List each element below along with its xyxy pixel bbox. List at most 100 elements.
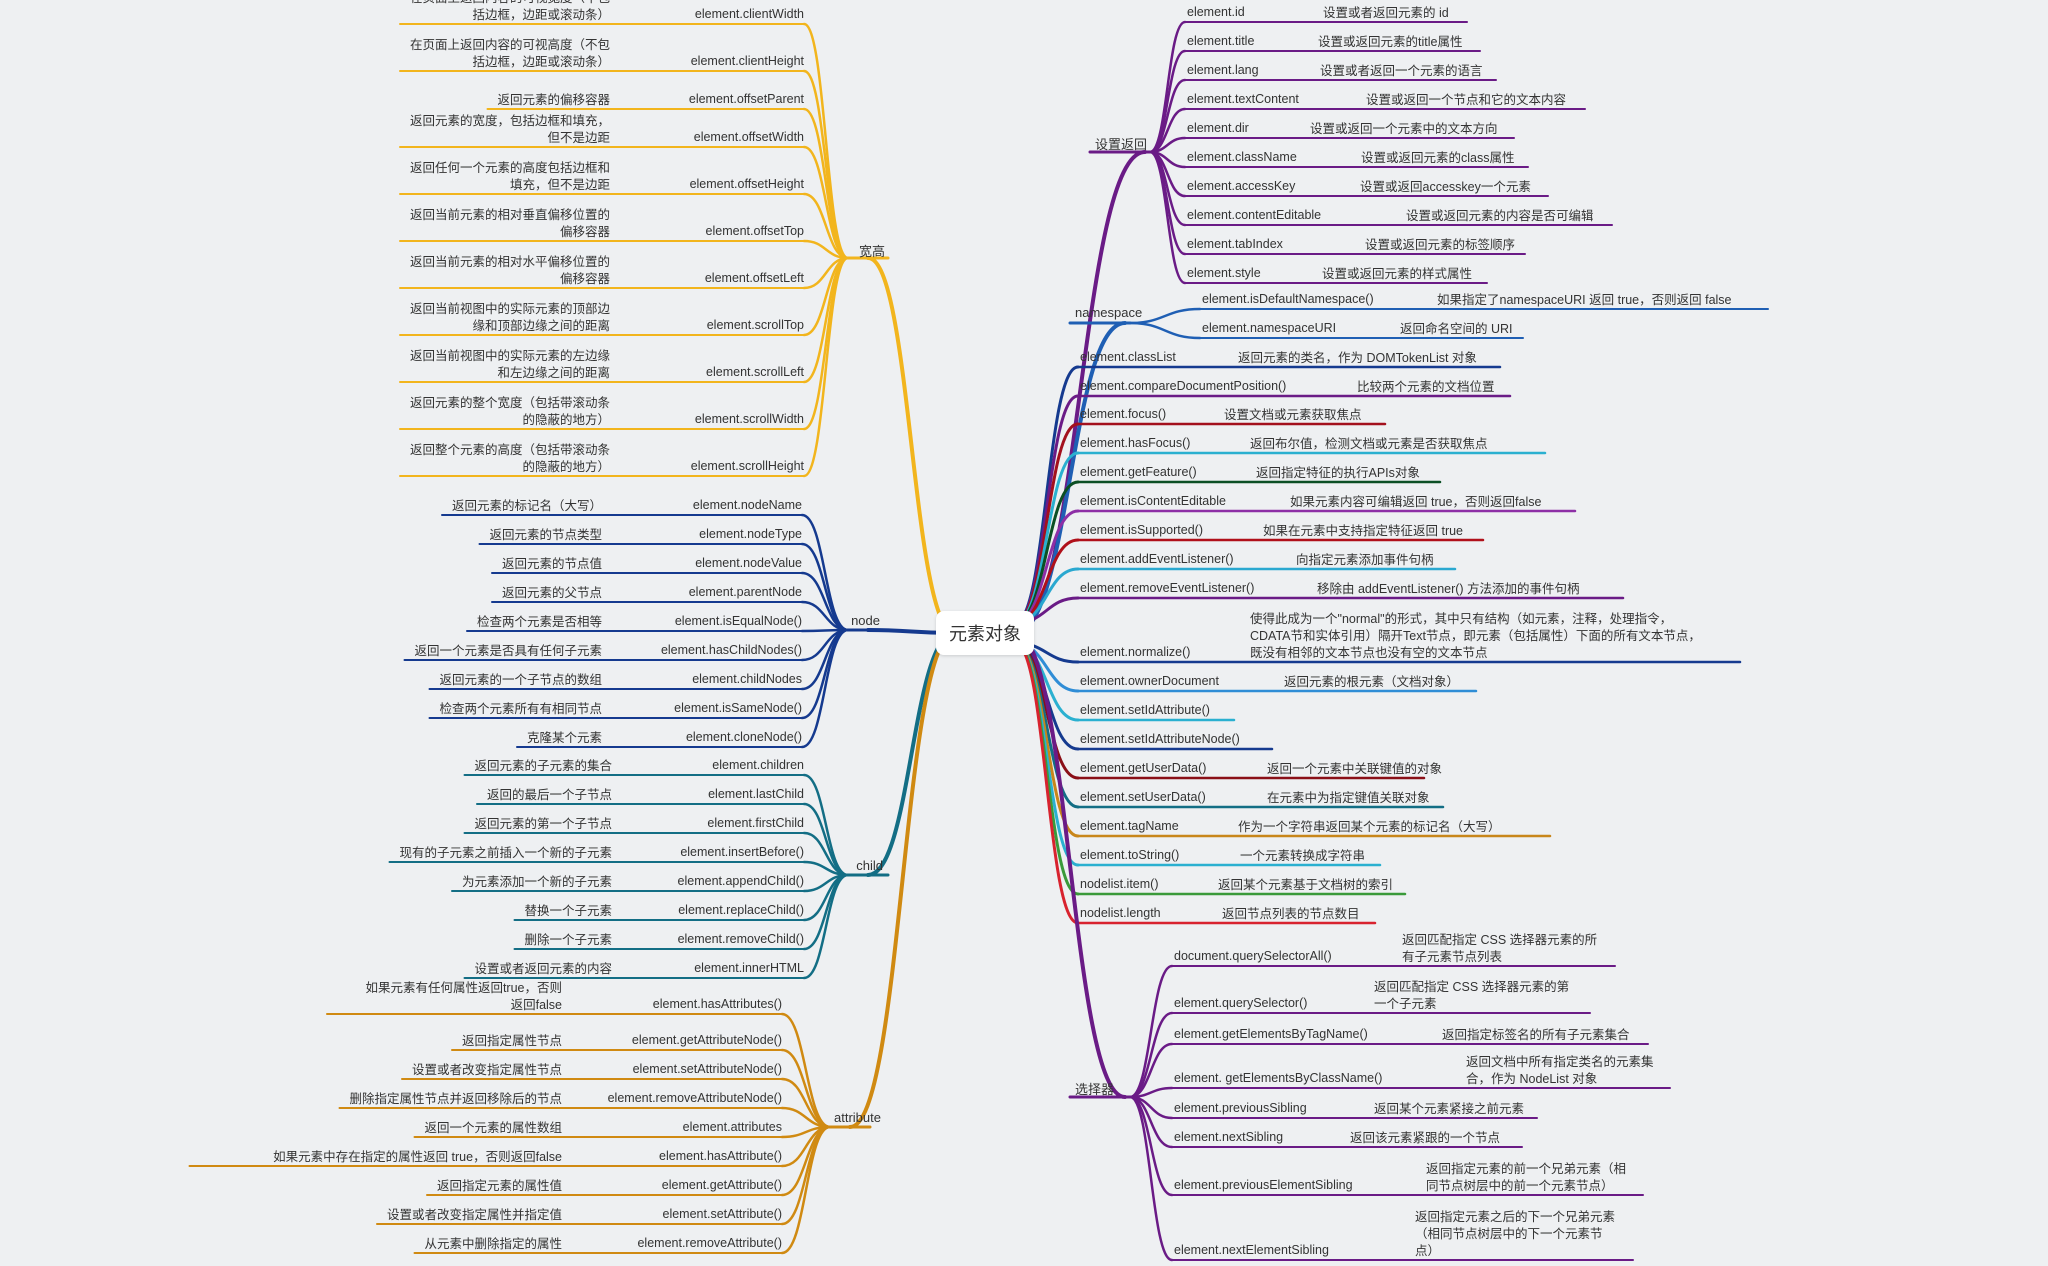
item-name[interactable]: element.getFeature() xyxy=(1080,465,1197,479)
item-name[interactable]: element.removeAttributeNode() xyxy=(607,1091,782,1105)
item-name[interactable]: element.setUserData() xyxy=(1080,790,1206,804)
item-name[interactable]: element.isContentEditable xyxy=(1080,494,1226,508)
item-name[interactable]: element.getElementsByTagName() xyxy=(1174,1027,1368,1041)
item-name[interactable]: element.removeChild() xyxy=(677,932,804,946)
item-name[interactable]: element.cloneNode() xyxy=(685,730,802,744)
item-name[interactable]: element.isSupported() xyxy=(1080,523,1203,537)
item-description: 返回元素的一个子节点的数组 xyxy=(439,672,602,689)
item-name[interactable]: element.lang xyxy=(1187,63,1259,77)
item-name[interactable]: element.normalize() xyxy=(1080,645,1191,659)
item-description-line: 如果元素内容可编辑返回 true，否则返回false xyxy=(1290,495,1542,509)
item-name[interactable]: element.innerHTML xyxy=(694,961,804,975)
item-name[interactable]: element.scrollLeft xyxy=(706,365,804,379)
item-name[interactable]: element.dir xyxy=(1187,121,1249,135)
item-description-line: 如果指定了namespaceURI 返回 true，否则返回 false xyxy=(1437,293,1732,307)
item-description-line: 返回一个元素的属性数组 xyxy=(424,1121,562,1135)
item-description-line: 点） xyxy=(1415,1244,1441,1258)
item-name[interactable]: element.querySelector() xyxy=(1174,996,1308,1010)
item-description: 设置或返回一个节点和它的文本内容 xyxy=(1366,92,1566,109)
item-description: 设置或者改变指定属性并指定值 xyxy=(387,1207,562,1224)
item-name[interactable]: element.removeAttribute() xyxy=(637,1236,782,1250)
item-description-line: 返回false xyxy=(510,998,562,1012)
item-name[interactable]: document.querySelectorAll() xyxy=(1174,949,1332,963)
branch-label-attribute[interactable]: attribute xyxy=(834,1110,881,1125)
item-name[interactable]: element.id xyxy=(1187,5,1245,19)
item-name[interactable]: element.getAttribute() xyxy=(661,1178,782,1192)
item-name[interactable]: element.offsetParent xyxy=(688,92,804,106)
branch-label-选择器[interactable]: 选择器 xyxy=(1075,1082,1115,1097)
item-name[interactable]: element.classList xyxy=(1080,350,1176,364)
item-name[interactable]: element.children xyxy=(712,758,804,772)
root-node[interactable]: 元素对象 xyxy=(936,611,1034,655)
item-name[interactable]: element.scrollWidth xyxy=(694,412,804,426)
item-description: 检查两个元素所有有相同节点 xyxy=(439,701,602,718)
item-name[interactable]: element.addEventListener() xyxy=(1080,552,1234,566)
item-name[interactable]: element.isDefaultNamespace() xyxy=(1202,292,1374,306)
item-name[interactable]: element.insertBefore() xyxy=(680,845,804,859)
item-description: 返回一个元素中关联键值的对象 xyxy=(1267,761,1442,778)
item-name[interactable]: element.offsetTop xyxy=(705,224,804,238)
item-name[interactable]: element.nextSibling xyxy=(1174,1130,1284,1144)
item-name[interactable]: element.isEqualNode() xyxy=(674,614,802,628)
item-name[interactable]: element.offsetLeft xyxy=(704,271,804,285)
item-name[interactable]: element.firstChild xyxy=(707,816,804,830)
item-name[interactable]: nodelist.length xyxy=(1080,906,1161,920)
item-name[interactable]: element.getUserData() xyxy=(1080,761,1207,775)
item-name[interactable]: element.removeEventListener() xyxy=(1080,581,1255,595)
item-name[interactable]: element.setAttributeNode() xyxy=(632,1062,782,1076)
item-name[interactable]: element.setIdAttributeNode() xyxy=(1080,732,1240,746)
item-name[interactable]: element.toString() xyxy=(1080,848,1180,862)
item-name[interactable]: element.previousElementSibling xyxy=(1174,1178,1353,1192)
item-name[interactable]: element.compareDocumentPosition() xyxy=(1080,379,1287,393)
branch-label-child[interactable]: child xyxy=(856,858,883,873)
item-name[interactable]: element.previousSibling xyxy=(1174,1101,1307,1115)
item-name[interactable]: element.hasChildNodes() xyxy=(660,643,802,657)
item-name[interactable]: element.getAttributeNode() xyxy=(631,1033,782,1047)
item-name[interactable]: element.attributes xyxy=(682,1120,782,1134)
item-name[interactable]: nodelist.item() xyxy=(1080,877,1159,891)
item-name[interactable]: element.hasAttributes() xyxy=(652,997,782,1011)
item-name[interactable]: element.focus() xyxy=(1080,407,1167,421)
item-name[interactable]: element.className xyxy=(1187,150,1297,164)
item-name[interactable]: element.style xyxy=(1187,266,1261,280)
item-name[interactable]: element.offsetHeight xyxy=(689,177,804,191)
item-description-line: 返回匹配指定 CSS 选择器元素的第 xyxy=(1374,980,1570,994)
item-name[interactable]: element.parentNode xyxy=(688,585,802,599)
item-name[interactable]: element.accessKey xyxy=(1187,179,1296,193)
item-connector xyxy=(1013,641,1080,838)
item-name[interactable]: element.offsetWidth xyxy=(693,130,804,144)
item-name[interactable]: element.clientWidth xyxy=(694,7,804,21)
item-name[interactable]: element. getElementsByClassName() xyxy=(1174,1071,1383,1085)
item-name[interactable]: element.replaceChild() xyxy=(678,903,804,917)
item-name[interactable]: element.nodeType xyxy=(699,527,802,541)
item-name[interactable]: element.lastChild xyxy=(708,787,804,801)
branch-label-设置返回[interactable]: 设置返回 xyxy=(1095,137,1148,152)
item-name[interactable]: element.nodeName xyxy=(692,498,802,512)
item-name[interactable]: element.childNodes xyxy=(692,672,802,686)
item-name[interactable]: element.setAttribute() xyxy=(662,1207,783,1221)
item-name[interactable]: element.hasFocus() xyxy=(1080,436,1191,450)
item-name[interactable]: element.appendChild() xyxy=(677,874,804,888)
item-name[interactable]: element.nodeValue xyxy=(695,556,802,570)
item-name[interactable]: element.isSameNode() xyxy=(674,701,802,715)
branch-label-宽高[interactable]: 宽高 xyxy=(858,244,885,259)
item-name[interactable]: element.setIdAttribute() xyxy=(1080,703,1210,717)
item-name[interactable]: element.title xyxy=(1187,34,1255,48)
item-name[interactable]: element.tabIndex xyxy=(1187,237,1283,251)
item-name[interactable]: element.namespaceURI xyxy=(1202,321,1337,335)
item-name[interactable]: element.tagName xyxy=(1080,819,1179,833)
item-name[interactable]: element.hasAttribute() xyxy=(659,1149,782,1163)
item-name[interactable]: element.textContent xyxy=(1187,92,1299,106)
item-description: 克隆某个元素 xyxy=(527,730,602,747)
item-name[interactable]: element.nextElementSibling xyxy=(1174,1243,1329,1257)
item-name[interactable]: element.clientHeight xyxy=(690,54,804,68)
item-name[interactable]: element.scrollTop xyxy=(706,318,804,332)
item-name[interactable]: element.scrollHeight xyxy=(690,459,804,473)
item-description-line: 返回元素的根元素（文档对象） xyxy=(1284,675,1460,689)
branch-label-namespace[interactable]: namespace xyxy=(1075,305,1143,320)
branch-label-node[interactable]: node xyxy=(851,613,880,628)
item-description-line: 填充，但不是边距 xyxy=(509,178,610,192)
item-name[interactable]: element.contentEditable xyxy=(1187,208,1322,222)
item-name[interactable]: element.ownerDocument xyxy=(1080,674,1219,688)
